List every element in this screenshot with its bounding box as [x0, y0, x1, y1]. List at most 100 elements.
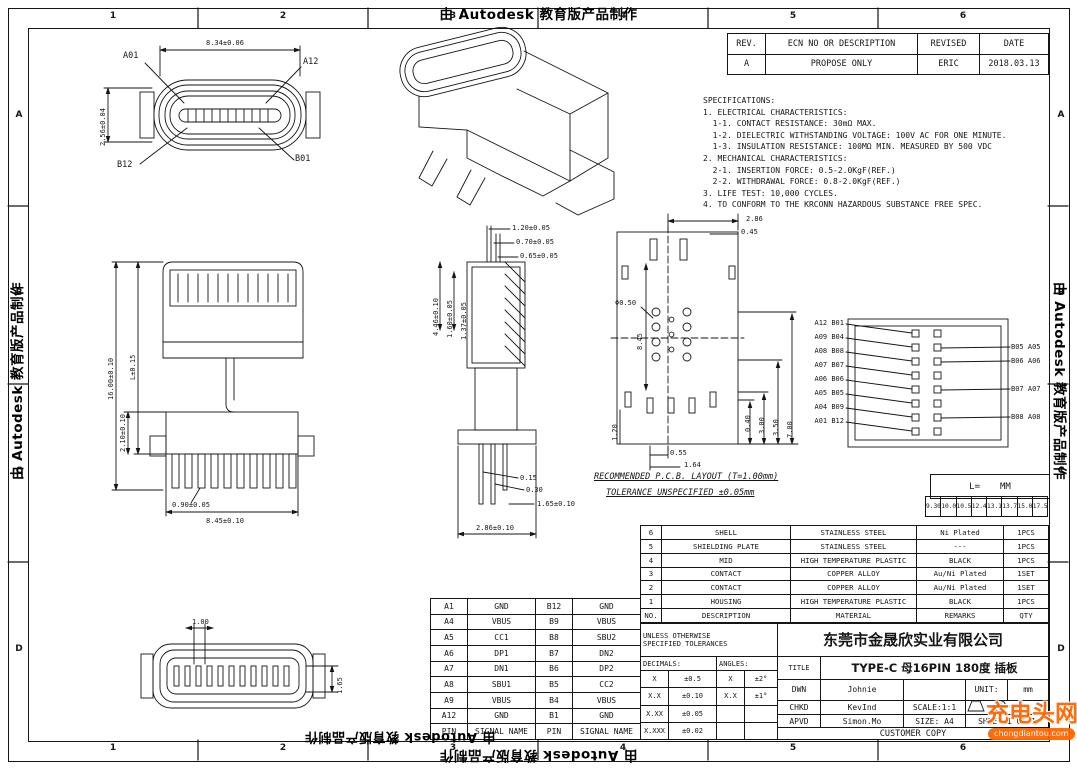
pin-cell: VBUS: [467, 691, 536, 709]
l-value: 13.70: [1001, 496, 1018, 517]
dim-section-p3: 0.65±0.05: [520, 252, 558, 260]
dim-section-t2: 0.30: [526, 486, 543, 494]
tol-cell: ±0.10: [668, 687, 717, 706]
ecn-value: PROPOSE ONLY: [765, 53, 918, 75]
pin-cell: GND: [467, 598, 536, 615]
revision-table: REV. ECN NO OR DESCRIPTION REVISED DATE …: [727, 33, 1049, 75]
l-value: 13.10: [985, 496, 1003, 517]
bom-cell: Au/Ni Plated: [916, 580, 1004, 596]
zone-letter-left: C: [15, 466, 23, 476]
scale-value: SCALE:1:1: [903, 699, 966, 715]
tol-cell: ±0.5: [668, 670, 717, 689]
title-label: TITLE: [777, 655, 821, 680]
side-view-drawing: [111, 260, 315, 517]
pin-cell: B1: [535, 707, 573, 725]
watermark-bottom: 由 Autodesk 教育版产品制作: [439, 747, 638, 763]
bom-header-cell: DESCRIPTION: [661, 608, 791, 623]
spec-line: 3. LIFE TEST: 10,000 CYCLES.: [703, 188, 838, 198]
dim-pcb-120: 1.20: [611, 424, 619, 441]
bom-cell: HIGH TEMPERATURE PLASTIC: [790, 552, 917, 568]
spec-line: 1-1. CONTACT RESISTANCE: 30mΩ MAX.: [703, 119, 877, 129]
l-value: 15.00: [1016, 496, 1033, 517]
dim-pcb-hole: Φ0.50: [615, 299, 637, 307]
zone-letter-right: B: [1057, 288, 1065, 298]
tol-cell: [743, 721, 779, 741]
dim-bottom-pitch: 1.00: [192, 618, 209, 626]
bom-cell: SHELL: [661, 525, 791, 540]
l-values-table: 9.30 10.00 10.50 12.40 13.10 13.70 15.00…: [924, 496, 1049, 517]
dim-section-p1: 1.20±0.05: [512, 224, 550, 232]
dim-pcb-045: 0.45: [741, 228, 758, 236]
bom-cell: Au/Ni Plated: [916, 566, 1004, 582]
pcb-tolerance-note: TOLERANCE UNSPECIFIED ±0.05mm: [606, 488, 755, 498]
watermark-right: 由 Autodesk 教育版产品制作: [1051, 281, 1067, 481]
title-block: 东莞市金晟欣实业有限公司 TITLE TYPE-C 母16PIN 180度 插板…: [776, 623, 1050, 740]
front-view-drawing: [103, 45, 321, 165]
chongdiantou-logo: 充电头网 chongdiantou.com: [984, 688, 1077, 766]
spec-line: SPECIFICATIONS:: [703, 96, 776, 105]
pin-cell: SBU1: [467, 676, 536, 693]
pcb-layout-drawing: [610, 213, 799, 471]
angles-label: ANGLES:: [715, 656, 779, 672]
revision-row: A PROPOSE ONLY ERIC 2018.03.13: [727, 53, 1049, 75]
dim-section-d3: 1.37±0.05: [460, 302, 468, 340]
tol-cell: [743, 704, 779, 723]
spec-line: 2. MECHANICAL CHARACTERISTICS:: [703, 154, 848, 163]
pin-footer-cell: PIN: [535, 723, 573, 740]
pinout-left-label: A04 B09: [814, 403, 844, 411]
pin-label-a01: A01: [123, 51, 139, 61]
bom-cell: 1SET: [1003, 566, 1049, 582]
dim-section-width: 2.86±0.10: [476, 524, 514, 532]
pinout-right-label: B08 A08: [1011, 413, 1041, 421]
pinout-left-label: A06 B06: [814, 375, 844, 383]
zone-letter-right: C: [1057, 466, 1065, 476]
l-value: 10.50: [955, 496, 972, 517]
bom-cell: SHIELDING PLATE: [661, 538, 791, 554]
zone-ticks: [7, 7, 1069, 761]
dim-front-width: 8.34±0.06: [206, 39, 244, 47]
dim-side-leg: 2.10±0.10: [119, 414, 127, 452]
pin-cell: A9: [430, 691, 468, 709]
date-value: 2018.03.13: [979, 53, 1049, 75]
dim-bottom-height: 1.65: [336, 677, 344, 694]
bom-header-cell: NO.: [640, 608, 662, 623]
dim-pcb-040: 0.40: [744, 415, 752, 432]
tol-cell: X.XXX: [640, 721, 669, 741]
pin-cell: DN1: [467, 660, 536, 678]
bom-cell: HIGH TEMPERATURE PLASTIC: [790, 594, 917, 610]
zone-letter-left: D: [15, 644, 23, 654]
pin-cell: A1: [430, 598, 468, 615]
dim-side-l: L±0.15: [129, 354, 137, 380]
spec-line: 4. TO CONFORM TO THE KRCONN HAZARDOUS SU…: [703, 200, 983, 210]
pin-cell: GND: [467, 707, 536, 725]
dim-pcb-300: 3.00: [758, 417, 766, 434]
pinout-right-label: B05 A05: [1011, 343, 1041, 351]
pin-cell: A12: [430, 707, 468, 725]
company-name: 东莞市金晟欣实业有限公司: [776, 623, 1050, 657]
rev-value: A: [727, 53, 766, 75]
pin-cell: DP2: [572, 660, 641, 678]
dim-pcb-845: 8.45: [636, 333, 644, 350]
zone-number-top: 6: [959, 11, 967, 21]
bom-cell: 1PCS: [1003, 525, 1049, 540]
zone-number-top: 2: [279, 11, 287, 21]
bom-cell: Ni Plated: [916, 525, 1004, 540]
bom-header-cell: QTY: [1003, 608, 1049, 623]
zone-number-top: 3: [449, 11, 457, 21]
pcb-layout-note: RECOMMENDED P.C.B. LAYOUT (T=1.00mm): [594, 472, 779, 482]
bom-cell: 1: [640, 594, 662, 610]
pin-cell: B9: [535, 613, 573, 631]
dim-section-d2: 1.60±0.05: [446, 300, 454, 338]
spec-line: 2-1. INSERTION FORCE: 0.5-2.0KgF(REF.): [703, 165, 896, 175]
bom-cell: 5: [640, 538, 662, 554]
tolerance-note: UNLESS OTHERWISE SPECIFIED TOLERANCES: [639, 622, 779, 658]
dim-side-pin: 0.90±0.05: [172, 501, 210, 509]
bom-cell: 4: [640, 552, 662, 568]
